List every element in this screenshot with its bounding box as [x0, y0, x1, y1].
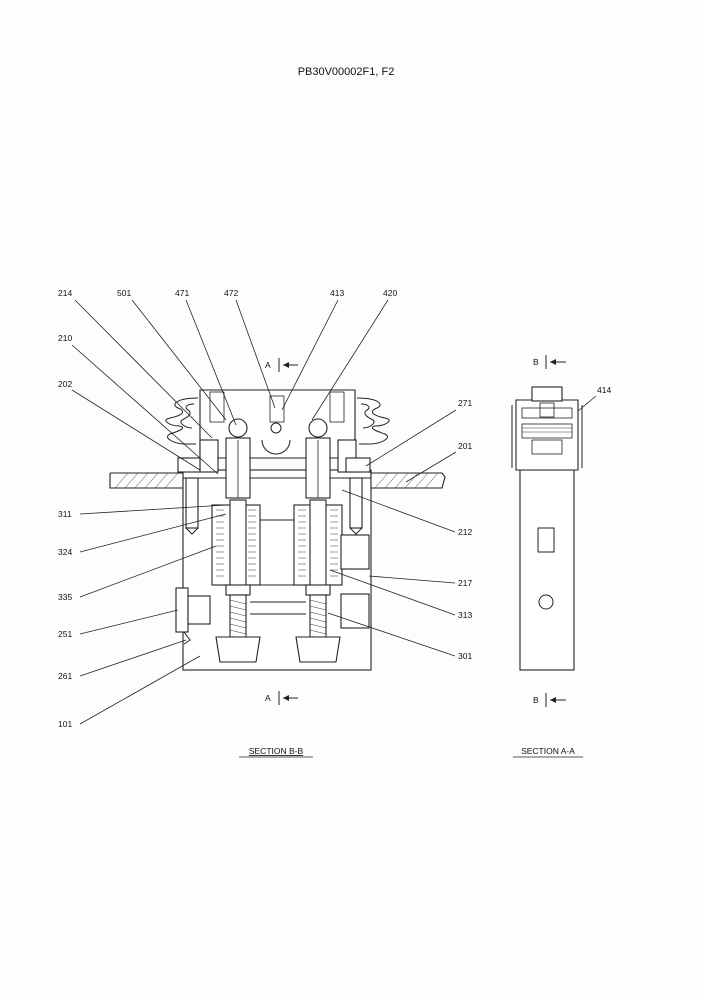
- side-port-left: [187, 595, 211, 625]
- spring-coils-right: [298, 509, 338, 577]
- boot-left: [165, 397, 199, 445]
- document-title: PB30V00002F1, F2: [298, 66, 395, 78]
- caption-section-bb: SECTION B-B: [249, 746, 304, 756]
- section-mark-a-bottom: [278, 691, 298, 705]
- seat-right: [295, 636, 341, 663]
- mounting-flange: [109, 472, 446, 489]
- spool-collar-left: [225, 584, 251, 596]
- spool-thread-right: [309, 594, 327, 638]
- callout-202: 202: [58, 379, 72, 389]
- cam-center-arc: [261, 439, 291, 455]
- side-plug-tab: [183, 631, 191, 645]
- side-body: [519, 469, 575, 671]
- cam-center-block: [269, 395, 285, 423]
- callout-471: 471: [175, 288, 189, 298]
- section-aa-view: [511, 355, 583, 707]
- section-mark-b-bottom: [545, 693, 566, 707]
- flange-nut-left: [177, 457, 201, 473]
- cam-block-left: [209, 391, 225, 423]
- side-window: [537, 527, 555, 553]
- section-letter-b-bottom: B: [533, 695, 539, 705]
- section-letter-a-top: A: [265, 360, 271, 370]
- side-cap: [531, 386, 563, 402]
- side-cover: [515, 399, 579, 471]
- side-port-hole: [538, 594, 554, 610]
- spring-coils-left: [216, 509, 256, 577]
- section-letter-b-top: B: [533, 357, 539, 367]
- callout-413: 413: [330, 288, 344, 298]
- bolt-right-tip: [349, 527, 363, 535]
- valve-body: [182, 469, 372, 671]
- spool-left: [229, 499, 247, 591]
- callout-420: 420: [383, 288, 397, 298]
- section-bb-view: [109, 358, 446, 705]
- seat-left: [215, 636, 261, 663]
- callout-335: 335: [58, 592, 72, 602]
- callout-labels: 214 501 471 472 413 420 210 202 271 201 …: [58, 288, 611, 729]
- callout-472: 472: [224, 288, 238, 298]
- callout-251: 251: [58, 629, 72, 639]
- callout-414: 414: [597, 385, 611, 395]
- leader-lines: [71, 299, 597, 725]
- side-plate-mid: [521, 423, 573, 439]
- caption-section-aa: SECTION A-A: [521, 746, 575, 756]
- callout-501: 501: [117, 288, 131, 298]
- callout-324: 324: [58, 547, 72, 557]
- spool-right: [309, 499, 327, 591]
- callout-217: 217: [458, 578, 472, 588]
- side-boot-edges: [511, 405, 583, 468]
- callout-212: 212: [458, 527, 472, 537]
- upper-cover: [199, 389, 356, 459]
- flange-hatching-left: [114, 472, 179, 489]
- boot-right-inner: [360, 403, 375, 429]
- callout-201: 201: [458, 441, 472, 451]
- flange-hatching-right: [374, 472, 439, 489]
- callout-210: 210: [58, 333, 72, 343]
- port-upper-right: [340, 534, 370, 570]
- boot-right: [356, 397, 390, 445]
- section-mark-a-top: [278, 358, 298, 372]
- side-plate-low: [531, 439, 563, 455]
- cam-pin: [270, 422, 282, 434]
- callout-101: 101: [58, 719, 72, 729]
- ball-head-right: [308, 418, 328, 438]
- callout-214: 214: [58, 288, 72, 298]
- ball-head-left: [228, 418, 248, 438]
- side-head: [539, 402, 555, 418]
- flange-nut-right: [345, 457, 371, 473]
- section-mark-b-top: [545, 355, 566, 369]
- boot-left-inner: [180, 403, 195, 429]
- callout-313: 313: [458, 610, 472, 620]
- bolt-right: [349, 477, 363, 529]
- callout-261: 261: [58, 671, 72, 681]
- port-lower-right: [340, 593, 370, 629]
- bolt-left: [185, 477, 199, 529]
- cam-block-right: [329, 391, 345, 423]
- spool-thread-left: [229, 594, 247, 638]
- callout-301: 301: [458, 651, 472, 661]
- bolt-left-tip: [185, 527, 199, 535]
- callout-271: 271: [458, 398, 472, 408]
- plug-left: [199, 439, 219, 473]
- callout-311: 311: [58, 509, 72, 519]
- section-letter-a-bottom: A: [265, 693, 271, 703]
- spool-collar-right: [305, 584, 331, 596]
- side-plate-top: [521, 407, 573, 419]
